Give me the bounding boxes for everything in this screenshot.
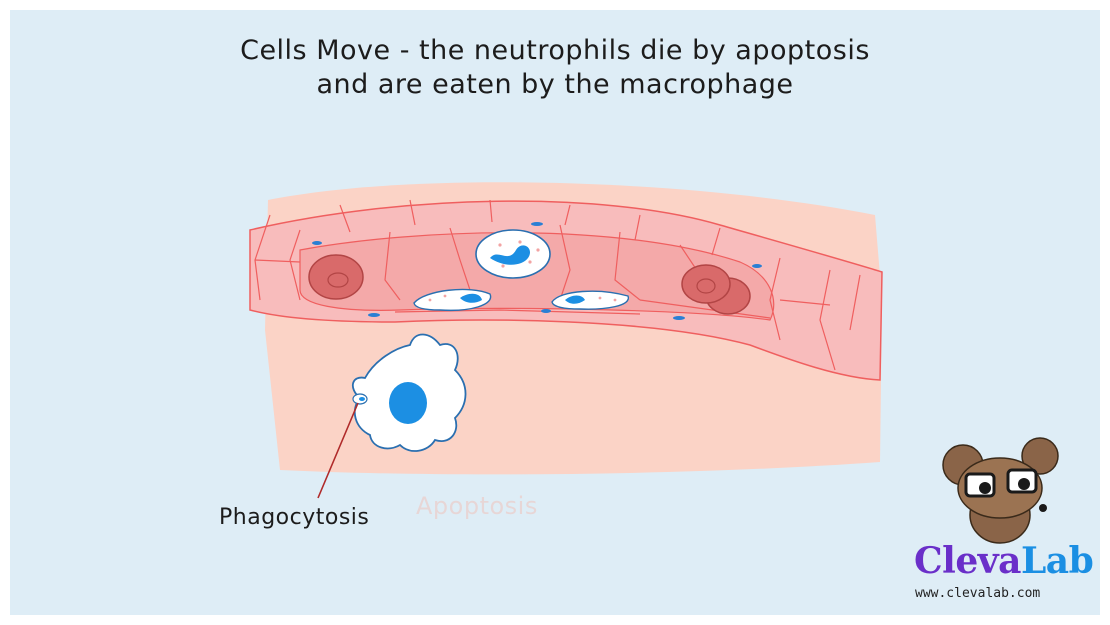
phagocytosis-label: Phagocytosis bbox=[219, 505, 369, 530]
brand-name-part2: Lab bbox=[1021, 540, 1093, 582]
faded-apoptosis-label: Apoptosis bbox=[416, 492, 538, 520]
brand-website: www.clevalab.com bbox=[915, 586, 1040, 601]
clevalab-mouse-mascot bbox=[943, 438, 1058, 543]
brand-name-part1: Cleva bbox=[914, 540, 1021, 582]
brand-logo: ClevaLab bbox=[914, 540, 1093, 582]
